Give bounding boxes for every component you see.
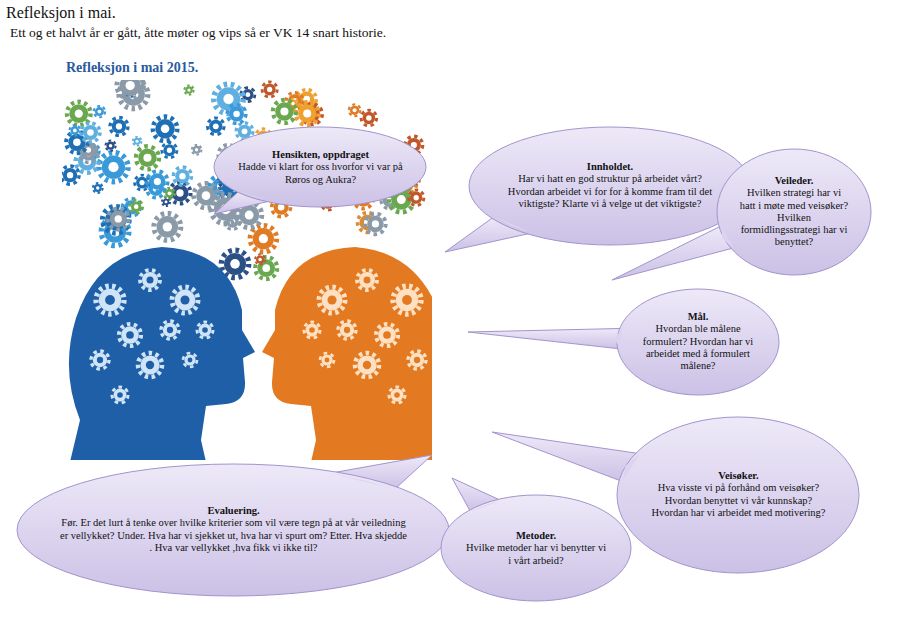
- speech-bubble: Hensikten, oppdragetHadde vi klart for o…: [213, 126, 427, 208]
- bubble-text: Veileder.Hvilken strategi har vi hatt i …: [738, 175, 850, 249]
- bubble-heading: Evaluering.: [60, 505, 407, 517]
- bubble-heading: Hensikten, oppdraget: [237, 149, 404, 161]
- bubble-body: Før. Er det lurt å tenke over hvilke kri…: [60, 517, 407, 554]
- bubble-text: Veisøker.Hva visste vi på forhånd om vei…: [646, 470, 831, 519]
- bubble-text: Mål.Hvordan ble målene formulert? Hvorda…: [639, 311, 757, 372]
- page-title: Refleksjon i mai.: [6, 4, 116, 22]
- speech-bubble: Veileder.Hvilken strategi har vi hatt i …: [716, 148, 872, 276]
- subtitle: Ett og et halvt år er gått, åtte møter o…: [10, 25, 386, 41]
- speech-bubble: Evaluering.Før. Er det lurt å tenke over…: [16, 463, 450, 597]
- speech-bubble: Veisøker.Hva visste vi på forhånd om vei…: [616, 416, 860, 574]
- bubble-body: Hva visste vi på forhånd om veisøker? Hv…: [646, 482, 831, 519]
- bubble-body: Hvilken strategi har vi hatt i møte med …: [738, 187, 850, 248]
- bubble-text: Innholdet.Har vi hatt en god struktur på…: [502, 161, 718, 210]
- speech-bubble: Innholdet.Har vi hatt en god struktur på…: [468, 126, 752, 246]
- picture-heading: Refleksjon i mai 2015.: [66, 60, 198, 76]
- bubble-text: Metoder.Hvilke metoder har vi benytter v…: [465, 530, 607, 567]
- bubble-heading: Veileder.: [738, 175, 850, 187]
- bubble-heading: Veisøker.: [646, 470, 831, 482]
- speech-bubble: Metoder.Hvilke metoder har vi benytter v…: [440, 494, 632, 602]
- bubble-text: Hensikten, oppdragetHadde vi klart for o…: [237, 149, 404, 186]
- speech-bubble: Mål.Hvordan ble målene formulert? Hvorda…: [616, 288, 780, 396]
- bubble-heading: Innholdet.: [502, 161, 718, 173]
- bubble-body: Hvilke metoder har vi benytter vi i vårt…: [465, 542, 607, 567]
- head-gears: [91, 270, 426, 403]
- bubble-text: Evaluering.Før. Er det lurt å tenke over…: [60, 505, 407, 554]
- bubble-body: Har vi hatt en god struktur på arbeidet …: [502, 173, 718, 210]
- orange-head: [262, 247, 432, 460]
- bubble-heading: Metoder.: [465, 530, 607, 542]
- bubble-body: Hvordan ble målene formulert? Hvordan ha…: [639, 323, 757, 372]
- bubble-heading: Mål.: [639, 311, 757, 323]
- bubble-body: Hadde vi klart for oss hvorfor vi var på…: [237, 161, 404, 186]
- blue-head: [69, 247, 255, 460]
